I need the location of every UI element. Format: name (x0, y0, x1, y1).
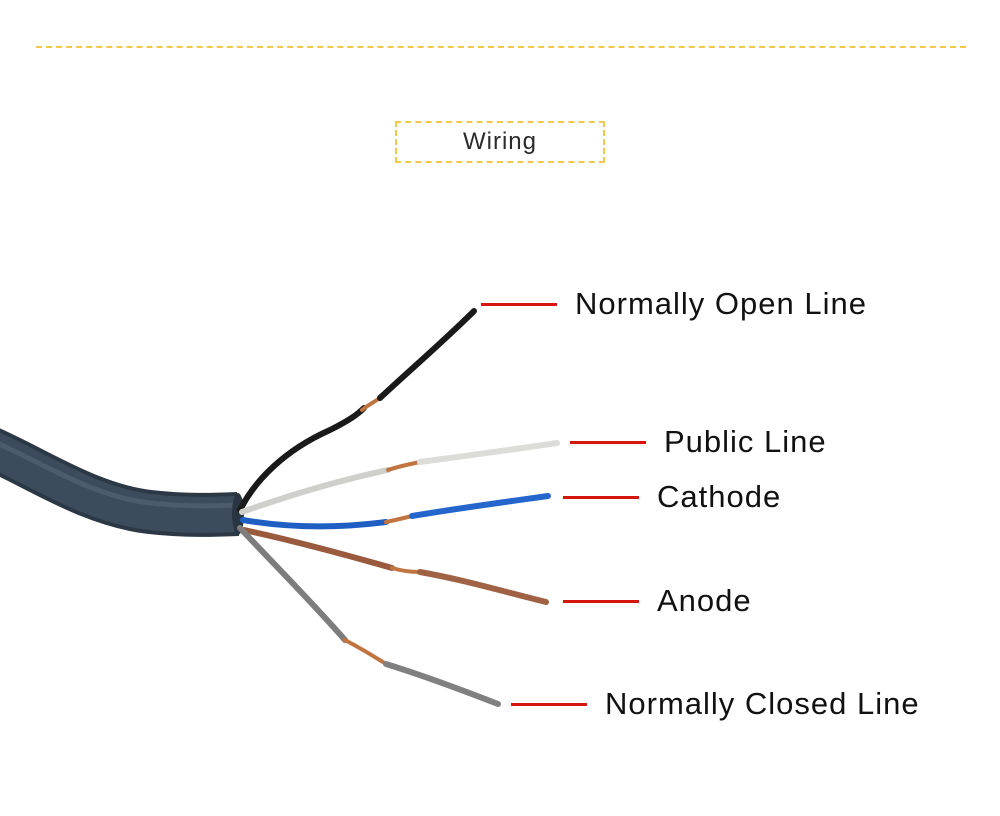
wire-white (239, 467, 391, 515)
wire-blue-tip (409, 493, 551, 519)
cable-jacket-highlight (0, 441, 239, 509)
dashed-divider (36, 46, 966, 48)
wire-white-tip (417, 440, 560, 465)
wire-grey-copper (343, 638, 388, 666)
leader-line (563, 599, 639, 603)
title-frame: Wiring (395, 121, 605, 163)
callout-public-line: Public Line (570, 424, 827, 460)
wire-blue (240, 517, 389, 530)
label-anode: Anode (657, 583, 752, 618)
label-normally-closed-line: Normally Closed Line (605, 686, 920, 721)
wire-black-tip (377, 308, 477, 401)
label-public-line: Public Line (664, 424, 827, 459)
label-cathode: Cathode (657, 479, 782, 514)
wire-white-copper (386, 460, 422, 472)
cable-jacket-shade (0, 432, 239, 533)
leader-line (570, 440, 646, 444)
wire-grey-tip (383, 661, 501, 707)
wire-grey (237, 525, 348, 643)
callout-normally-open: Normally Open Line (481, 286, 867, 322)
leader-line (511, 702, 587, 706)
callout-cathode: Cathode (563, 479, 781, 515)
diagram-title: Wiring (462, 128, 537, 155)
wire-black-copper (360, 396, 382, 412)
callout-anode: Anode (563, 583, 752, 619)
leader-line (563, 495, 639, 499)
wire-black (237, 405, 367, 513)
callout-normally-closed: Normally Closed Line (511, 686, 920, 722)
wire-brown-copper (390, 566, 422, 574)
wire-brown-tip (417, 569, 549, 605)
wire-brown (241, 527, 395, 571)
leader-line (481, 302, 557, 306)
label-normally-open-line: Normally Open Line (575, 286, 867, 321)
wire-blue-copper (384, 514, 414, 524)
